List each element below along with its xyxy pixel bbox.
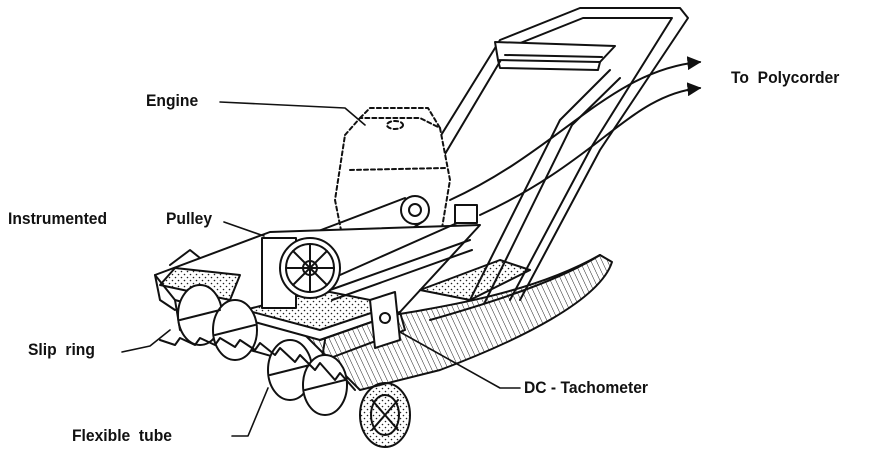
leader-lines (121, 101, 521, 437)
instrumented-pulley (261, 237, 341, 309)
engine-body (334, 107, 451, 256)
label-instrumented: Instrumented (8, 209, 108, 228)
runner (299, 254, 613, 391)
dc-tachometer (369, 291, 401, 349)
label-flexible-tube: Flexible tube (72, 426, 172, 445)
drive-shafts (329, 204, 478, 301)
handle-frame (369, 7, 689, 303)
front-wheel (359, 382, 411, 448)
label-slip-ring: Slip ring (28, 340, 95, 359)
label-engine: Engine (146, 91, 199, 110)
label-pulley: Pulley (166, 209, 213, 228)
polycorder-cables (449, 56, 702, 216)
flexible-tube (159, 337, 356, 391)
label-dc-tachometer: DC - Tachometer (524, 378, 648, 397)
label-to-polycorder: To Polycorder (731, 68, 840, 87)
